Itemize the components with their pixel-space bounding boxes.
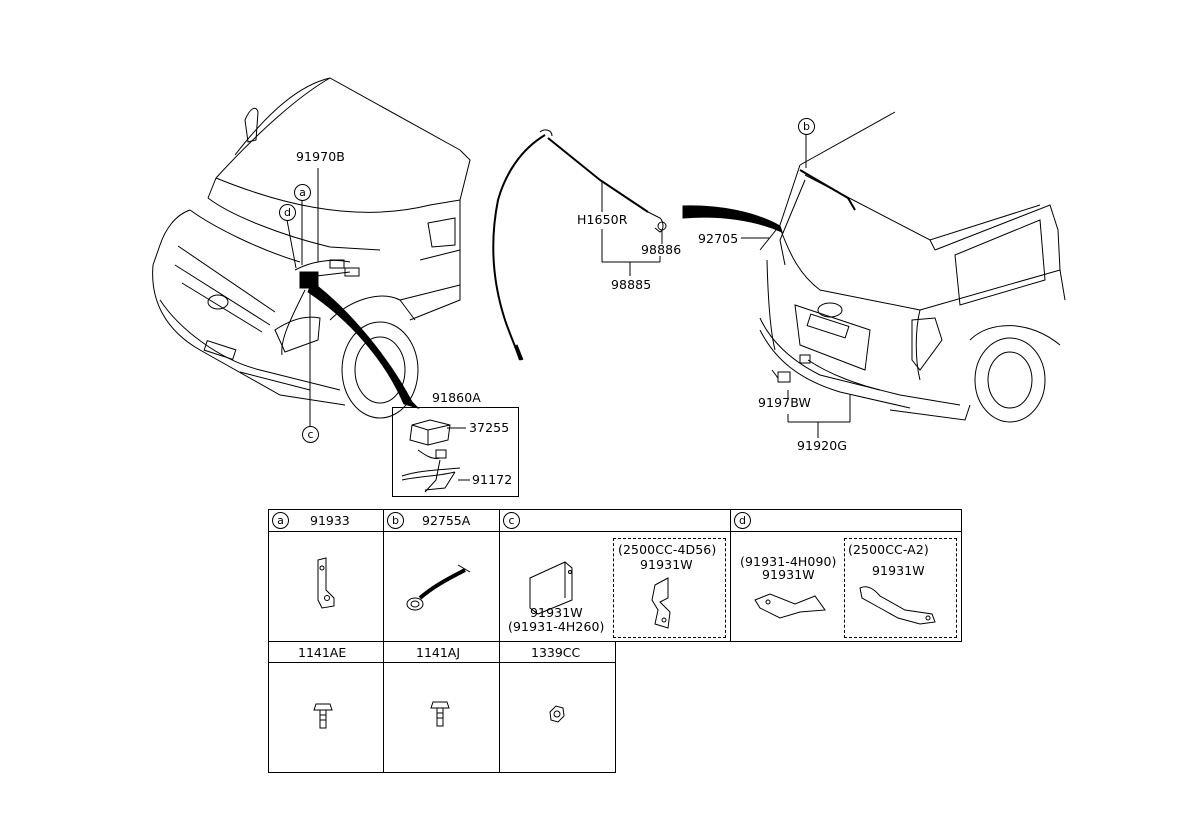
table-c-variant-box (613, 538, 726, 638)
table-part-1339CC: 1339CC (531, 645, 581, 660)
hose-leader-lines (601, 182, 663, 276)
table-marker-d: d (734, 512, 751, 529)
table-part-92755A: 92755A (422, 513, 471, 528)
table-header-divider (268, 662, 616, 663)
rear-leader-lines (741, 134, 851, 438)
bolt-1141AJ-icon (430, 701, 450, 727)
table-divider (499, 641, 500, 773)
front-van-illustration (152, 77, 471, 419)
callout-98886: 98886 (641, 242, 682, 257)
table-c-right-part: 91931W (640, 557, 693, 572)
table-d-left-part: 91931W (762, 567, 815, 582)
table-header-divider (268, 531, 962, 532)
front-leader-lines (286, 168, 319, 426)
table-c-left-alt: (91931-4H260) (508, 619, 605, 634)
callout-98885: 98885 (611, 277, 652, 292)
table-marker-c: c (503, 512, 520, 529)
callout-92705: 92705 (698, 231, 739, 246)
callout-marker-a: a (294, 184, 311, 201)
table-divider (383, 509, 384, 642)
washer-hose-illustration (492, 129, 667, 361)
table-c-right-note: (2500CC-4D56) (618, 542, 717, 557)
callout-marker-b: b (798, 118, 815, 135)
front-arrow-icon (307, 281, 420, 410)
table-part-1141AE: 1141AE (298, 645, 347, 660)
table-divider (383, 641, 384, 773)
callout-37255: 37255 (469, 420, 510, 435)
bolt-1141AE-icon (313, 703, 333, 729)
detail-box-parts (401, 419, 470, 493)
table-divider (730, 509, 731, 642)
table-c-left-part: 91931W (530, 605, 583, 620)
rear-arrow-icon (682, 205, 783, 233)
table-divider (499, 509, 500, 642)
nut-1339CC-icon (549, 705, 565, 723)
callout-91920G: 91920G (797, 438, 848, 453)
parts-table-row2 (268, 641, 616, 773)
callout-91860A: 91860A (432, 390, 481, 405)
rear-van-illustration (759, 111, 1066, 423)
detail-box-91860A (392, 407, 519, 497)
table-d-right-note: (2500CC-A2) (848, 542, 929, 557)
table-d-left-alt: (91931-4H090) (740, 554, 837, 569)
table-d-right-part: 91931W (872, 563, 925, 578)
callout-marker-d: d (279, 204, 296, 221)
callout-marker-c: c (302, 426, 319, 443)
callout-9197BW: 9197BW (758, 395, 811, 410)
table-marker-a: a (272, 512, 289, 529)
table-marker-b: b (387, 512, 404, 529)
table-d-variant-box (844, 538, 957, 638)
callout-H1650R: H1650R (577, 212, 628, 227)
table-parts (313, 557, 936, 729)
table-part-1141AJ: 1141AJ (416, 645, 461, 660)
table-part-91933: 91933 (310, 513, 350, 528)
callout-91172: 91172 (472, 472, 513, 487)
callout-91970B: 91970B (296, 149, 345, 164)
